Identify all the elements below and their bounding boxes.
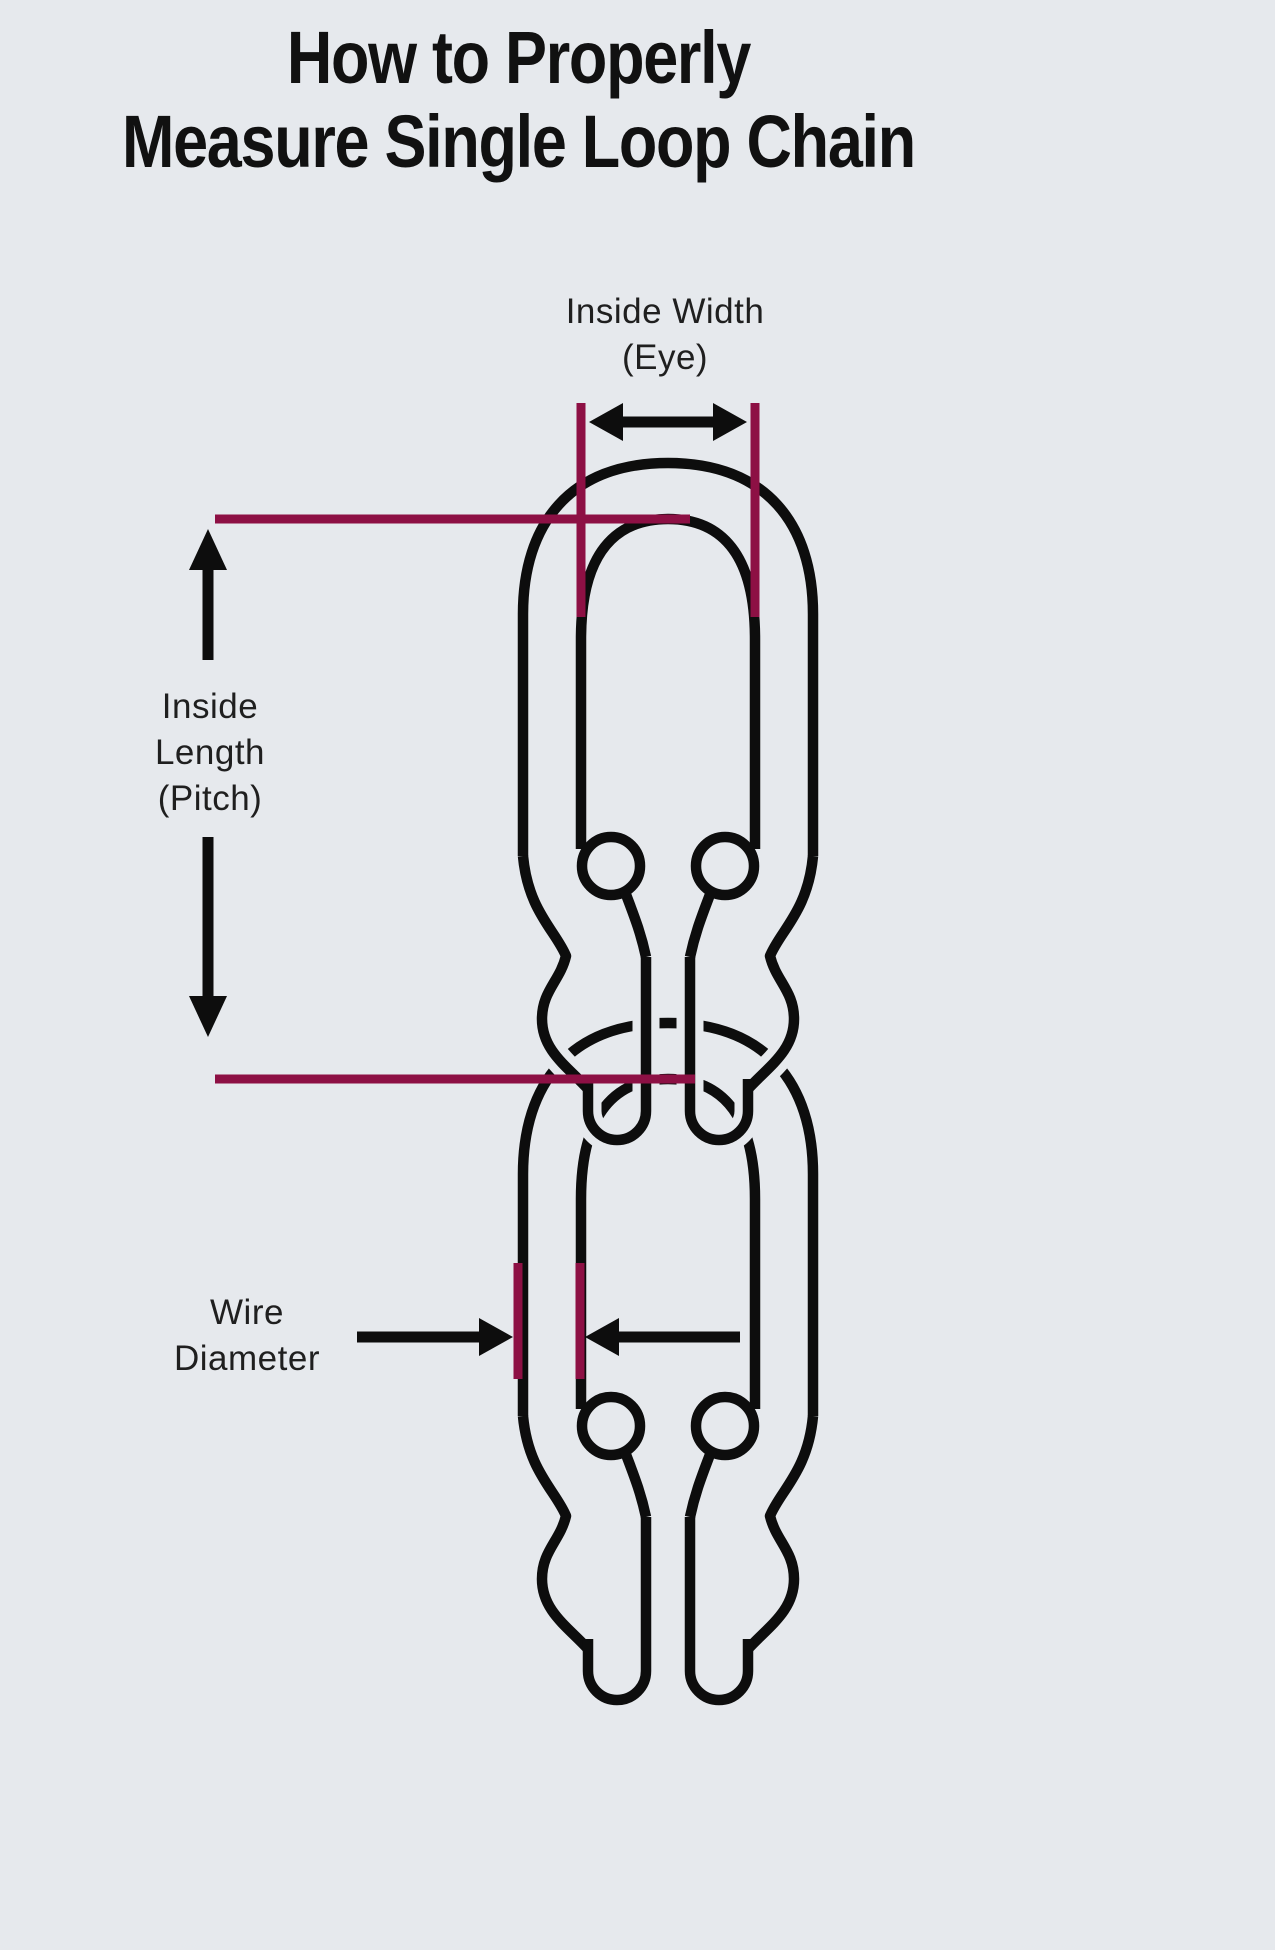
upper-chain-link-casing <box>523 463 813 1140</box>
wire-diameter-left-arrow-icon <box>357 1318 513 1356</box>
wire-diameter-right-arrow-icon <box>585 1318 740 1356</box>
measure-markers <box>215 403 760 1379</box>
wire-diameter-label-line-2: Diameter <box>174 1339 320 1378</box>
inside-length-down-arrow-icon <box>189 837 227 1037</box>
inside-width-label: Inside Width (Eye) <box>566 289 765 381</box>
inside-width-arrow-icon <box>589 403 747 441</box>
inside-length-label: Inside Length (Pitch) <box>155 684 265 822</box>
inside-width-label-line-2: (Eye) <box>621 338 709 377</box>
title-line-1: How to Properly <box>286 16 750 99</box>
page-title: How to Properly Measure Single Loop Chai… <box>0 16 1036 184</box>
wire-diameter-label-line-1: Wire <box>210 1293 284 1332</box>
upper-chain-link <box>523 463 813 1140</box>
inside-length-label-line-3: (Pitch) <box>157 779 263 818</box>
inside-length-label-line-2: Length <box>154 733 266 772</box>
lower-chain-link <box>523 1023 813 1700</box>
wire-diameter-label: Wire Diameter <box>174 1290 320 1382</box>
inside-length-up-arrow-icon <box>189 529 227 660</box>
title-line-2: Measure Single Loop Chain <box>121 100 916 183</box>
inside-width-label-line-1: Inside Width <box>565 292 765 331</box>
dimension-arrows <box>189 403 747 1356</box>
inside-length-label-line-1: Inside <box>161 687 259 726</box>
